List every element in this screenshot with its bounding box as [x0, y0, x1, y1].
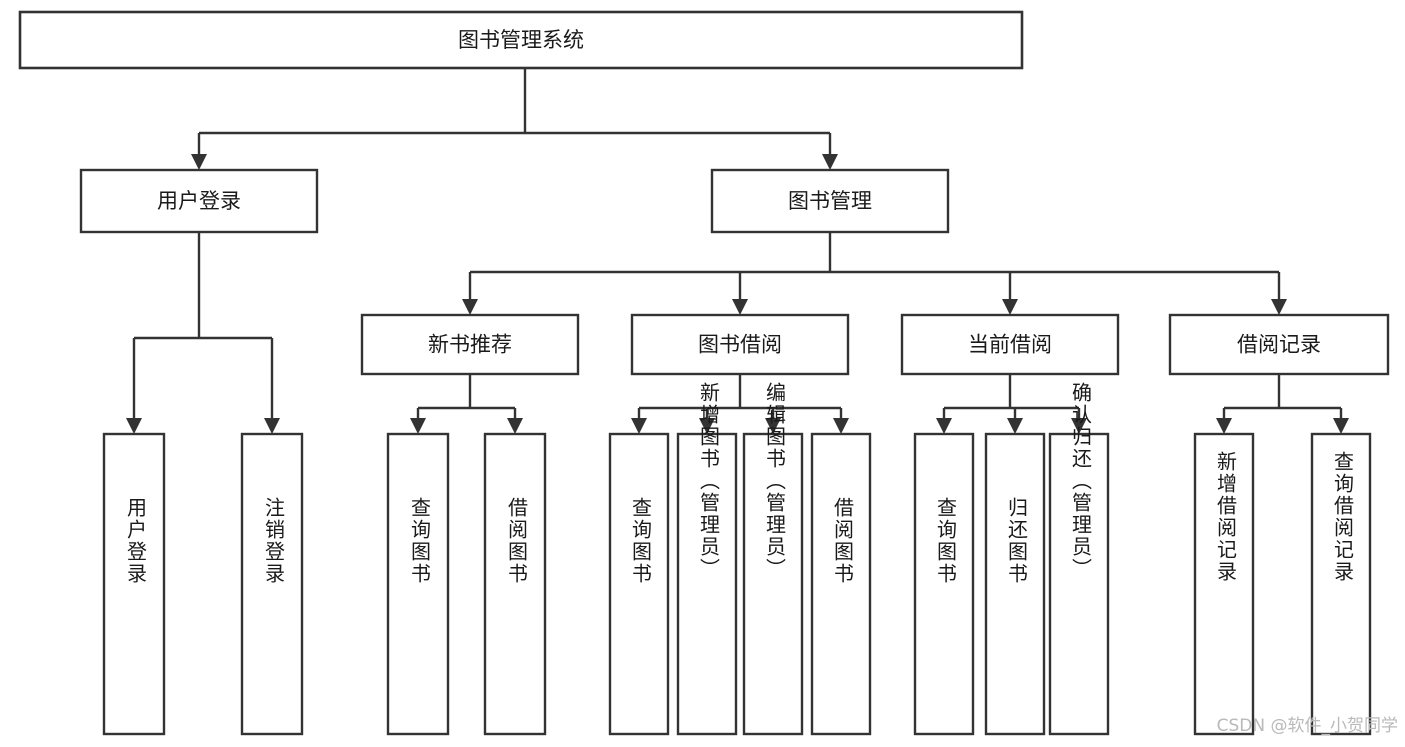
node-leaf-query-book-rec[interactable]: 查询图书: [386, 432, 450, 736]
node-box[interactable]: [810, 432, 872, 736]
node-user-login[interactable]: 用户登录: [79, 168, 319, 234]
node-box[interactable]: [360, 313, 580, 376]
connector-c-bookmanage-bus: [462, 232, 1287, 315]
arrow-head-icon: [1071, 418, 1087, 434]
node-label: 编辑图书（管理员）: [763, 382, 787, 580]
node-box[interactable]: [483, 432, 547, 736]
node-leaf-add-record[interactable]: 新增借阅记录: [1193, 432, 1255, 736]
node-label: 用户登录: [124, 497, 148, 585]
node-box[interactable]: [630, 313, 850, 376]
node-label: 借阅图书: [831, 497, 855, 585]
arrow-head-icon: [507, 418, 523, 434]
node-current-borrow[interactable]: 当前借阅: [900, 313, 1120, 376]
arrow-head-icon: [822, 154, 838, 170]
csdn-watermark: CSDN @软件_小贺同学: [1217, 716, 1398, 736]
node-book-manage[interactable]: 图书管理: [710, 168, 950, 234]
node-layer: 图书管理系统用户登录图书管理新书推荐图书借阅当前借阅借阅记录用户登录注销登录查询…: [18, 10, 1390, 736]
node-leaf-query-record[interactable]: 查询借阅记录: [1310, 432, 1372, 736]
node-label: 查询图书: [934, 497, 958, 585]
node-label: 新书推荐: [428, 333, 512, 357]
node-root[interactable]: 图书管理系统: [18, 10, 1024, 70]
node-box[interactable]: [676, 432, 738, 736]
connector-c-borrowrecord-bus: [1216, 374, 1349, 434]
arrow-head-icon: [631, 418, 647, 434]
node-label: 当前借阅: [968, 333, 1052, 357]
node-borrow-record[interactable]: 借阅记录: [1168, 313, 1390, 376]
connector-layer: [126, 68, 1349, 434]
node-label: 新增借阅记录: [1214, 451, 1238, 583]
node-new-book-rec[interactable]: 新书推荐: [360, 313, 580, 376]
node-box[interactable]: [742, 432, 804, 736]
node-box[interactable]: [386, 432, 450, 736]
node-box[interactable]: [79, 168, 319, 234]
node-label: 查询图书: [629, 497, 653, 585]
node-label: 查询借阅记录: [1331, 451, 1355, 583]
arrow-head-icon: [833, 418, 849, 434]
node-leaf-user-logout[interactable]: 注销登录: [240, 432, 304, 736]
connector-c-root-bus: [191, 68, 838, 170]
arrow-head-icon: [1216, 418, 1232, 434]
node-box[interactable]: [900, 313, 1120, 376]
node-box[interactable]: [1048, 432, 1110, 736]
node-leaf-add-book[interactable]: 新增图书（管理员）: [676, 382, 738, 736]
node-box[interactable]: [1193, 432, 1255, 736]
node-box[interactable]: [710, 168, 950, 234]
node-label: 新增图书（管理员）: [697, 382, 721, 580]
connector-c-currentborrow-bus: [936, 374, 1087, 434]
arrow-head-icon: [936, 418, 952, 434]
node-label: 借阅图书: [505, 497, 529, 585]
node-box[interactable]: [102, 432, 166, 736]
arrow-head-icon: [699, 418, 715, 434]
connector-c-newbook-bus: [410, 374, 523, 434]
arrow-head-icon: [732, 299, 748, 315]
node-label: 图书管理系统: [458, 28, 584, 52]
arrow-head-icon: [462, 299, 478, 315]
node-label: 查询图书: [408, 497, 432, 585]
node-label: 确认归还（管理员）: [1069, 382, 1093, 580]
node-box[interactable]: [18, 10, 1024, 70]
node-book-borrow[interactable]: 图书借阅: [630, 313, 850, 376]
arrow-head-icon: [1002, 299, 1018, 315]
node-box[interactable]: [608, 432, 670, 736]
connector-c-userlogin-bus: [126, 232, 280, 434]
node-label: 借阅记录: [1237, 333, 1321, 357]
node-box[interactable]: [913, 432, 975, 736]
node-box[interactable]: [984, 432, 1046, 736]
arrow-head-icon: [126, 418, 142, 434]
arrow-head-icon: [410, 418, 426, 434]
arrow-head-icon: [765, 418, 781, 434]
node-leaf-borrow-book-b[interactable]: 借阅图书: [810, 432, 872, 736]
arrow-head-icon: [1271, 299, 1287, 315]
node-label: 用户登录: [157, 189, 241, 213]
arrow-head-icon: [1007, 418, 1023, 434]
node-leaf-return-book[interactable]: 归还图书: [984, 432, 1046, 736]
node-box[interactable]: [240, 432, 304, 736]
node-leaf-borrow-book-rec[interactable]: 借阅图书: [483, 432, 547, 736]
node-box[interactable]: [1310, 432, 1372, 736]
node-leaf-user-login[interactable]: 用户登录: [102, 432, 166, 736]
node-label: 图书管理: [788, 189, 872, 213]
connector-c-bookborrow-bus: [631, 374, 849, 434]
node-leaf-edit-book[interactable]: 编辑图书（管理员）: [742, 382, 804, 736]
node-leaf-query-book-c[interactable]: 查询图书: [913, 432, 975, 736]
node-leaf-confirm-return[interactable]: 确认归还（管理员）: [1048, 382, 1110, 736]
arrow-head-icon: [264, 418, 280, 434]
node-box[interactable]: [1168, 313, 1390, 376]
node-label: 图书借阅: [698, 333, 782, 357]
node-label: 归还图书: [1005, 497, 1029, 585]
node-leaf-query-book-b[interactable]: 查询图书: [608, 432, 670, 736]
arrow-head-icon: [1333, 418, 1349, 434]
node-label: 注销登录: [262, 497, 286, 585]
arrow-head-icon: [191, 154, 207, 170]
